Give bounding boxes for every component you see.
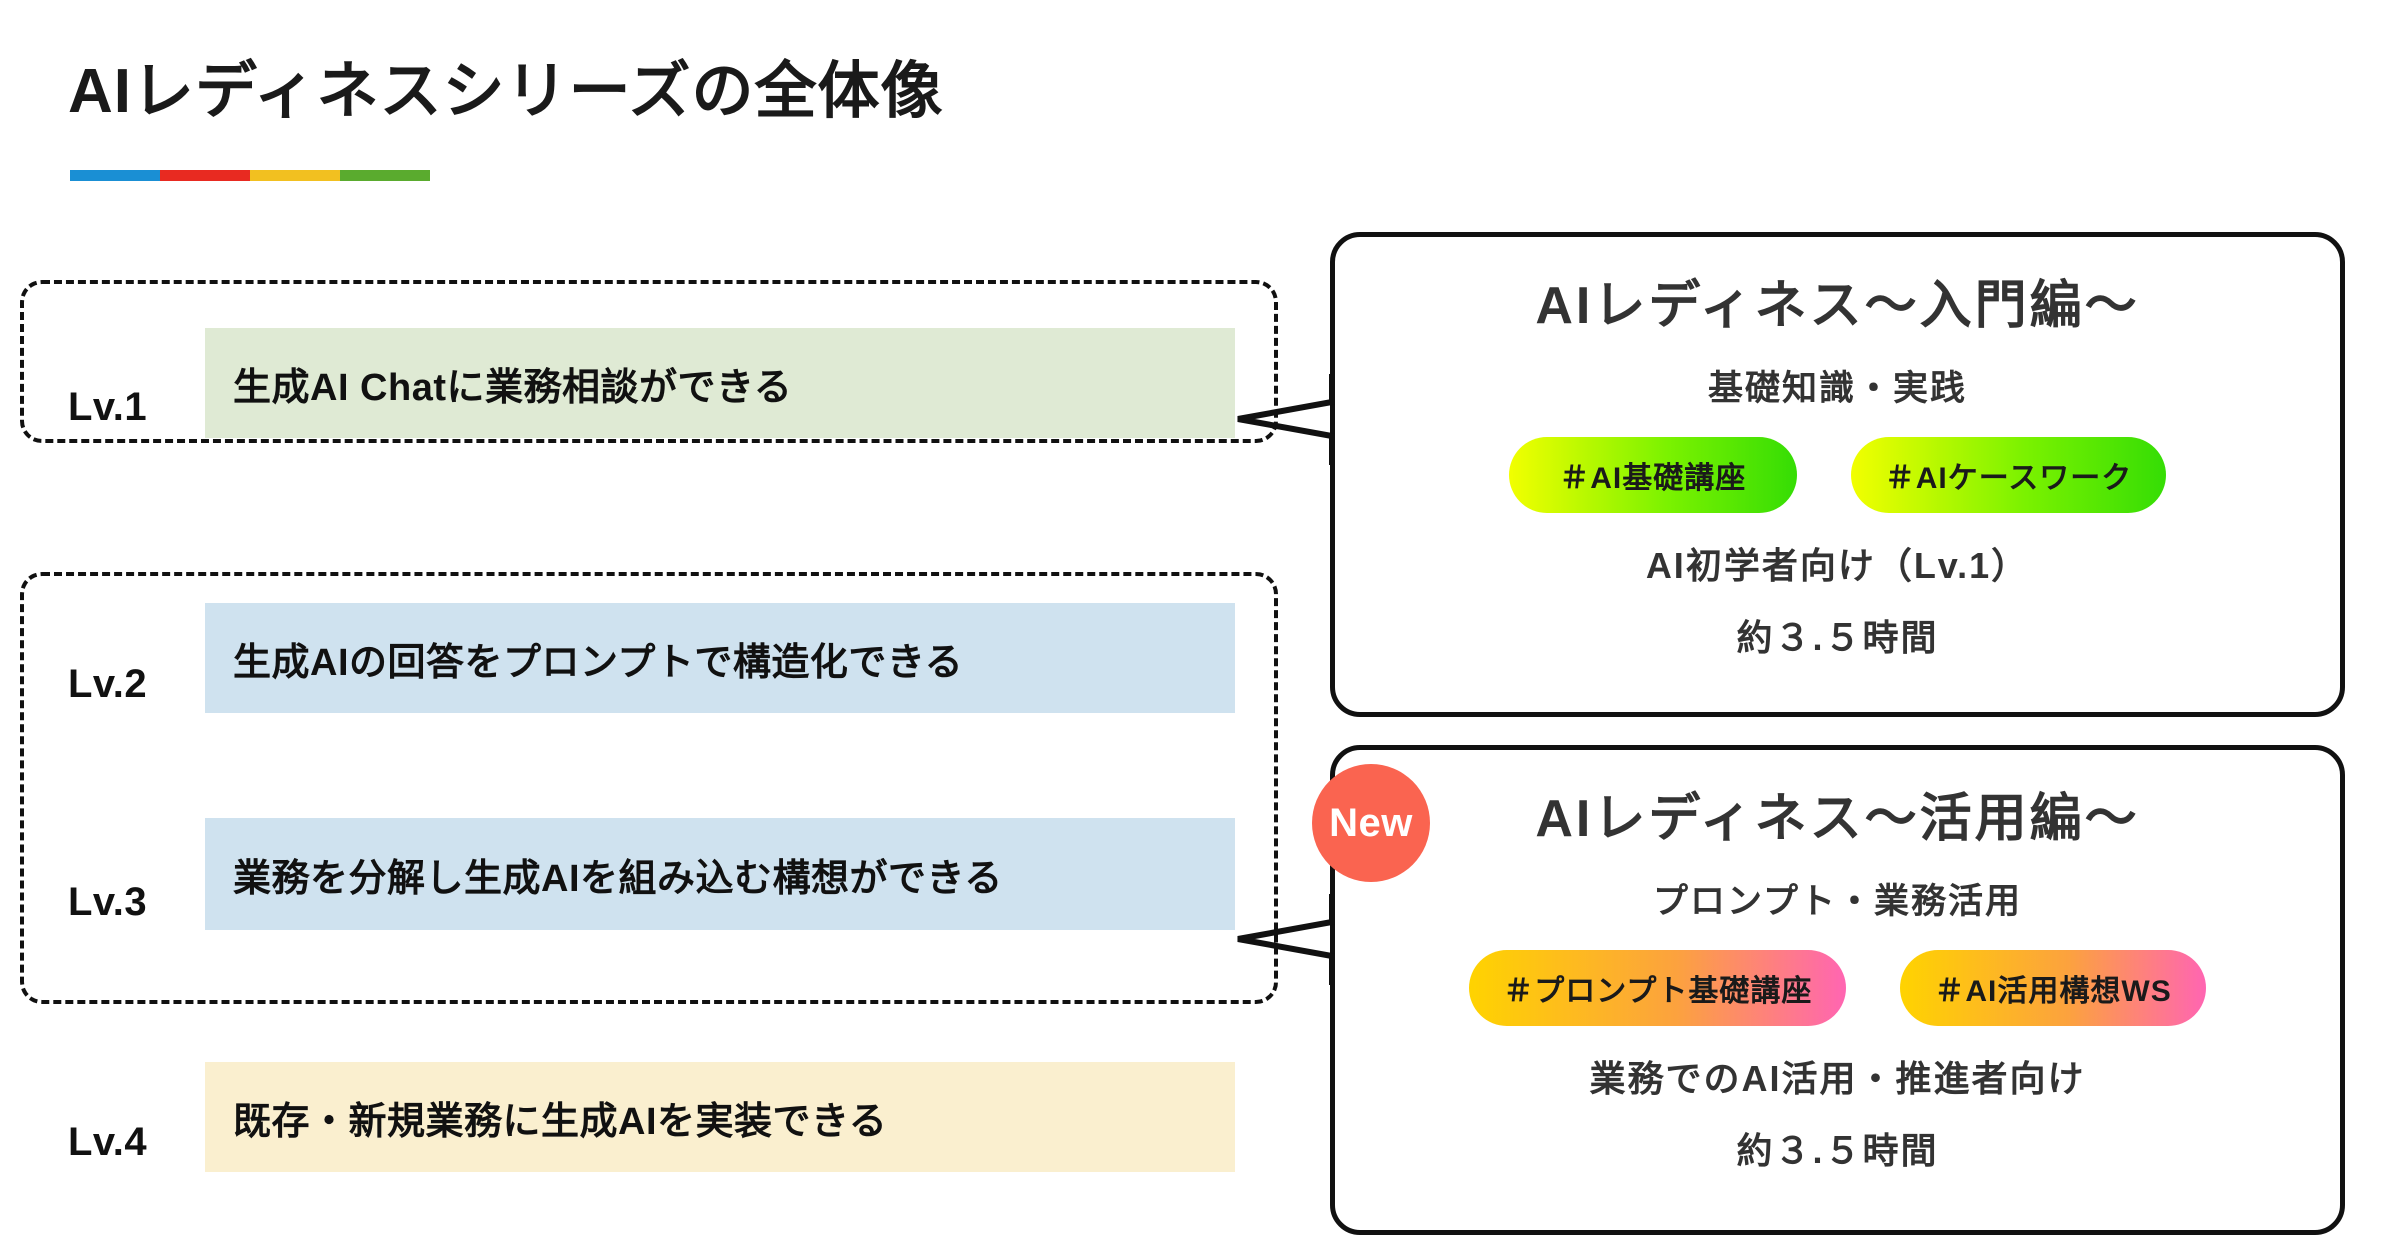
course-card-advanced-audience: 業務でのAI活用・推進者向け [1589,1058,2086,1099]
connector-arrow-intro [1237,374,1335,465]
level-band-lv3: 業務を分解し生成AIを組み込む構想ができる [205,818,1235,930]
level-label-lv3: Lv.3 [68,880,148,924]
course-card-advanced-duration: 約３.５時間 [1736,1130,1939,1171]
tag-pill-ai-workshop[interactable]: ＃AI活用構想WS [1900,950,2206,1026]
course-card-intro-subtitle: 基礎知識・実践 [1707,369,1967,408]
course-card-advanced[interactable]: AIレディネス〜活用編〜 プロンプト・業務活用 ＃プロンプト基礎講座 ＃AI活用… [1330,745,2345,1235]
course-card-advanced-title: AIレディネス〜活用編〜 [1535,790,2140,848]
accent-segment-red [160,170,250,181]
accent-segment-blue [70,170,160,181]
dashed-group-lv1 [20,280,1278,443]
course-card-advanced-tag-row: ＃プロンプト基礎講座 ＃AI活用構想WS [1469,950,2206,1026]
connector-arrow-advanced [1237,894,1335,985]
accent-segment-yellow [250,170,340,181]
course-card-intro-audience: AI初学者向け（Lv.1） [1645,545,2030,586]
course-card-intro-duration: 約３.５時間 [1736,617,1939,658]
level-ladder: Lv.1 生成AI Chatに業務相談ができる Lv.2 生成AIの回答をプロン… [20,280,1278,1172]
course-card-intro-tag-row: ＃AI基礎講座 ＃AIケースワーク [1508,437,2167,513]
course-card-intro-title: AIレディネス〜入門編〜 [1535,277,2140,335]
accent-underline-bar [70,170,430,181]
course-card-intro[interactable]: AIレディネス〜入門編〜 基礎知識・実践 ＃AI基礎講座 ＃AIケースワーク A… [1330,232,2345,717]
level-band-lv1: 生成AI Chatに業務相談ができる [205,328,1235,438]
level-label-lv2: Lv.2 [68,662,148,706]
new-badge: New [1312,764,1430,882]
tag-pill-ai-basics[interactable]: ＃AI基礎講座 [1508,437,1797,513]
level-band-lv2: 生成AIの回答をプロンプトで構造化できる [205,603,1235,713]
tag-pill-ai-casework[interactable]: ＃AIケースワーク [1850,437,2167,513]
tag-pill-prompt-basics[interactable]: ＃プロンプト基礎講座 [1469,950,1847,1026]
dashed-group-lv2-lv3 [20,572,1278,1004]
page-title: AIレディネスシリーズの全体像 [68,57,944,126]
level-band-lv4: 既存・新規業務に生成AIを実装できる [205,1062,1235,1172]
course-card-advanced-subtitle: プロンプト・業務活用 [1653,882,2022,921]
level-label-lv1: Lv.1 [68,385,148,429]
level-label-lv4: Lv.4 [68,1120,148,1164]
accent-segment-green [340,170,430,181]
